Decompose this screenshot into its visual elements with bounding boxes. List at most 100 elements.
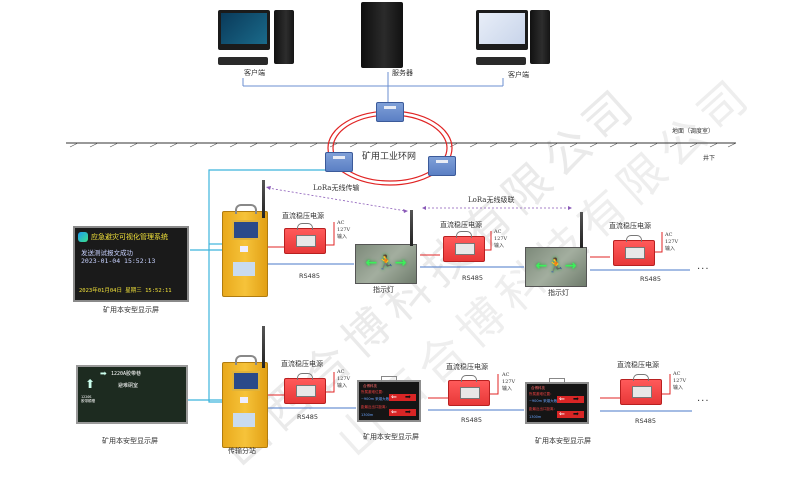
- indicator-caption: 指示灯: [373, 286, 394, 294]
- led-line2: 2023-01-04 15:52:13: [81, 257, 156, 265]
- psu-window: [460, 387, 480, 399]
- screen-row: 合博科技: [531, 386, 545, 390]
- handle: [549, 378, 565, 384]
- ac-input-label: AC 127V 输入: [673, 371, 687, 391]
- ac-input-label: AC 127V 输入: [337, 220, 351, 240]
- handle: [626, 235, 642, 242]
- screen-row: ~900m 采煤大巷: [529, 399, 558, 403]
- handle: [461, 375, 477, 382]
- exit-arrow-icon: ←🏃→: [535, 258, 577, 274]
- pc-tower: [274, 10, 294, 64]
- led-display-screen: 应急避灾可视化管理系统 发送测试报文成功 2023-01-04 15:52:13…: [73, 226, 189, 302]
- logo-icon: [78, 232, 88, 242]
- cad-screen: [479, 13, 525, 44]
- screen-row: 所属避难位置：: [361, 390, 386, 394]
- handle: [381, 376, 397, 382]
- lora-arrow: [266, 186, 271, 190]
- fiber-line: [208, 169, 333, 403]
- station-badge: [240, 397, 248, 403]
- indicator-caption: 指示灯: [548, 289, 569, 297]
- direction-arrow-icon: ⇐➡: [389, 408, 416, 416]
- dashboard-screen: [221, 13, 267, 44]
- power-line: [660, 374, 671, 395]
- lora-link: [267, 187, 407, 212]
- psu-window: [296, 235, 316, 247]
- mine-display-screen-1: 合博科技 所属避难位置： ~900m 采煤大巷 距最近出口距离： 1300m ⇐…: [357, 376, 421, 422]
- screen-row: 所属避难位置：: [529, 392, 554, 396]
- handle: [456, 231, 472, 238]
- led-title: 应急避灾可视化管理系统: [91, 233, 168, 241]
- screen-row: 1300m: [361, 413, 374, 417]
- handle: [297, 373, 313, 380]
- route-display-caption: 矿用本安型显示屏: [102, 437, 158, 445]
- psu-window: [455, 243, 475, 255]
- power-line: [652, 232, 663, 253]
- power-line: [325, 372, 335, 393]
- dc-power-supply: [284, 373, 326, 404]
- indicator-light-1: ←🏃→: [355, 244, 417, 284]
- continuation-ellipsis: ...: [697, 261, 710, 272]
- handle: [235, 204, 257, 214]
- station-plate: [233, 413, 255, 427]
- pc-tower: [530, 10, 550, 64]
- led-line1: 发送测试报文成功: [81, 249, 133, 257]
- ac-input-label: AC 127V 输入: [494, 229, 508, 249]
- dc-power-supply: [620, 374, 662, 405]
- station-lcd: [232, 371, 260, 391]
- mine-screen-caption: 矿用本安型显示屏: [535, 437, 591, 445]
- dc-power-supply: [443, 231, 485, 262]
- screen-row: 合博科技: [363, 384, 377, 388]
- direction-arrow-icon: ⇐➡: [389, 393, 416, 401]
- station-caption: 传输分站: [228, 447, 256, 455]
- handle: [297, 223, 313, 230]
- ac-input-label: AC 127V 输入: [337, 369, 351, 389]
- lora-arrow: [568, 206, 572, 210]
- right-arrow-icon: ➡: [100, 369, 107, 378]
- ring-label: 矿用工业环网: [362, 152, 417, 162]
- server-label: 服务器: [392, 69, 413, 77]
- exit-arrow-icon: ←🏃→: [365, 255, 407, 271]
- monitor: [218, 10, 270, 50]
- route-refuge: 避难硐室: [118, 383, 139, 389]
- psu-window: [625, 247, 645, 259]
- rs485-label: RS485: [640, 275, 662, 283]
- route-side: 1220S胶带顺槽: [81, 395, 95, 403]
- dc-power-supply: [448, 375, 490, 406]
- dc-power-supply: [613, 235, 655, 266]
- keyboard: [218, 57, 268, 65]
- transmission-substation-2: [222, 355, 268, 448]
- client-right-label: 客户端: [508, 71, 529, 79]
- screen-row: ~900m 采煤大巷: [361, 397, 390, 401]
- screen-row: 距最近出口距离：: [529, 407, 557, 411]
- psu-label: 直流稳压电源: [282, 212, 324, 220]
- psu-label: 直流稳压电源: [446, 363, 488, 371]
- direction-arrow-icon: ⇐➡: [557, 410, 584, 418]
- handle: [633, 374, 649, 381]
- antenna-icon: [262, 180, 265, 218]
- rs485-label: RS485: [635, 417, 657, 425]
- surface-label: 地面（调度室）: [672, 128, 715, 135]
- psu-label: 直流稳压电源: [281, 360, 323, 368]
- rs485-label: RS485: [462, 274, 484, 282]
- psu-window: [632, 386, 652, 398]
- psu-label: 直流稳压电源: [609, 222, 651, 230]
- monitor: [476, 10, 528, 50]
- station-plate: [233, 262, 255, 276]
- ring-switch-left: [325, 152, 353, 172]
- up-arrow-icon: ⬆: [85, 377, 96, 391]
- power-line: [488, 374, 499, 395]
- ring-switch-right: [428, 156, 456, 176]
- rs485-label: RS485: [299, 272, 321, 280]
- ac-input-label: AC 127V 输入: [502, 372, 516, 392]
- underground-label: 井下: [703, 155, 716, 162]
- antenna-icon: [580, 212, 583, 248]
- antenna-icon: [410, 210, 413, 246]
- power-line: [482, 231, 492, 251]
- mine-display-screen-2: 合博科技 所属避难位置： ~900m 采煤大巷 距最近出口距离： 1300m ⇐…: [525, 378, 589, 424]
- keyboard: [476, 57, 526, 65]
- rs485-label: RS485: [461, 416, 483, 424]
- ground-hatching: [69, 142, 737, 148]
- server-tower: [361, 2, 403, 68]
- led-footer: 2023年01月04日 星期三 15:52:11: [79, 288, 172, 294]
- station-lcd: [232, 220, 260, 240]
